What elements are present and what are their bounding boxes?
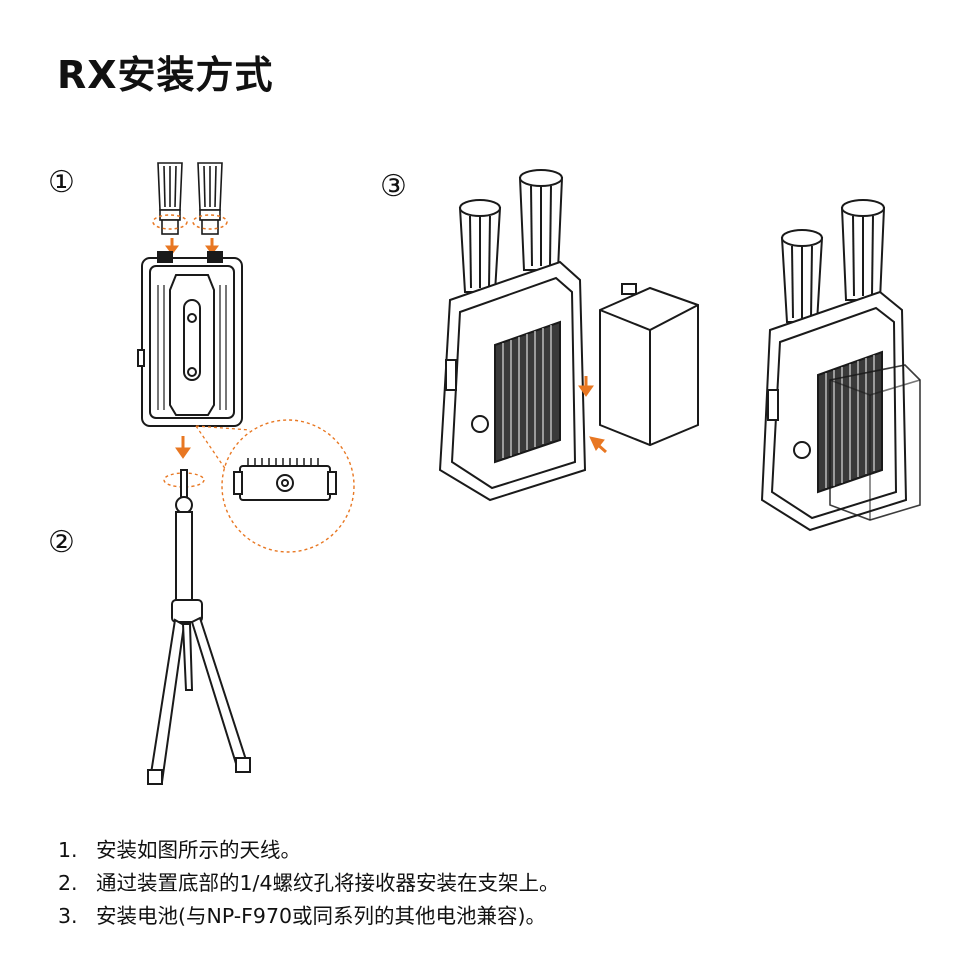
receiver-device-icon	[137, 251, 243, 427]
receiver-device-icon	[438, 169, 587, 502]
step-1-marker: ①	[48, 165, 75, 200]
battery-icon	[599, 283, 699, 447]
arrow-down-icon	[578, 376, 594, 397]
instruction-text: 通过装置底部的1/4螺纹孔将接收器安装在支架上。	[96, 871, 560, 895]
instruction-number: 2.	[58, 871, 78, 895]
instruction-number: 3.	[58, 904, 78, 928]
page-title: RX安装方式	[57, 53, 274, 97]
arrow-diagonal-icon	[589, 436, 607, 454]
instruction-text: 安装电池(与NP-F970或同系列的其他电池兼容)。	[96, 904, 547, 928]
step-3-marker: ③	[380, 169, 407, 204]
instruction-item: 3. 安装电池(与NP-F970或同系列的其他电池兼容)。	[58, 900, 560, 933]
instruction-text: 安装如图所示的天线。	[96, 838, 301, 862]
installation-illustrations	[137, 162, 921, 785]
antenna-icon	[157, 162, 183, 235]
instruction-item: 2. 通过装置底部的1/4螺纹孔将接收器安装在支架上。	[58, 867, 560, 900]
instruction-number: 1.	[58, 838, 78, 862]
receiver-device-icon	[760, 199, 908, 532]
arrow-down-icon	[175, 436, 191, 459]
instruction-item: 1. 安装如图所示的天线。	[58, 834, 560, 867]
step-2-marker: ②	[48, 525, 75, 560]
arrow-down-icon	[165, 238, 219, 255]
antenna-icon	[197, 162, 223, 235]
thread-mount-detail-icon	[233, 458, 337, 501]
tripod-icon	[147, 469, 251, 785]
battery-icon	[829, 364, 921, 521]
instruction-list: 1.安装如图所示的天线。 2.通过装置底部的1/4螺纹孔将接收器安装在支架上。 …	[58, 834, 560, 933]
